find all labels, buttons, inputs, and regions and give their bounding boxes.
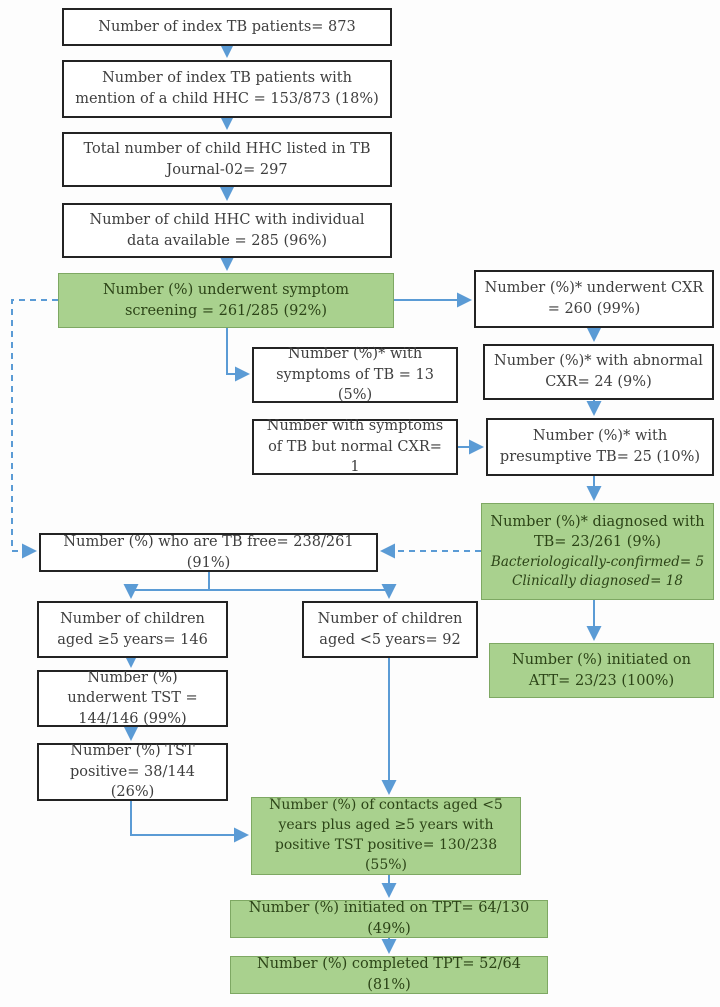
box-presumptive-tb: Number (%)* with presumptive TB= 25 (10%…: [486, 418, 714, 476]
diagnosed-tb-content: Number (%)* diagnosed with TB= 23/261 (9…: [490, 512, 705, 591]
diagnosed-tb-clinical: Clinically diagnosed= 18: [512, 573, 683, 590]
box-completed-tpt: Number (%) completed TPT= 52/64 (81%): [230, 956, 548, 994]
box-initiated-att: Number (%) initiated on ATT= 23/23 (100%…: [489, 643, 714, 698]
diagnosed-tb-main: Number (%)* diagnosed with TB= 23/261 (9…: [490, 513, 705, 551]
box-aged-lt5: Number of children aged <5 years= 92: [302, 601, 478, 658]
box-tb-free: Number (%) who are TB free= 238/261 (91%…: [39, 533, 378, 572]
box-symptoms-normal-cxr: Number with symptoms of TB but normal CX…: [252, 418, 458, 475]
box-initiated-tpt: Number (%) initiated on TPT= 64/130 (49%…: [230, 900, 548, 938]
box-underwent-cxr: Number (%)* underwent CXR = 260 (99%): [474, 270, 714, 328]
box-tst-positive: Number (%) TST positive= 38/144 (26%): [37, 743, 228, 801]
box-abnormal-cxr: Number (%)* with abnormal CXR= 24 (9%): [483, 344, 714, 400]
box-symptoms-of-tb: Number (%)* with symptoms of TB = 13 (5%…: [252, 346, 458, 403]
arrow-positive-to-contacts: [130, 801, 249, 843]
box-child-hhc-listed: Total number of child HHC listed in TB J…: [62, 132, 392, 187]
box-index-tb-patients: Number of index TB patients= 873: [62, 8, 392, 46]
box-underwent-tst: Number (%) underwent TST = 144/146 (99%): [37, 670, 228, 727]
arrow-screening-to-symptoms: [226, 328, 250, 382]
dashed-arrow-screening-to-tbfree: [11, 299, 58, 559]
box-index-with-child-hhc: Number of index TB patients with mention…: [62, 60, 392, 118]
box-contacts-tst-positive: Number (%) of contacts aged <5 years plu…: [251, 797, 521, 875]
box-symptom-screening: Number (%) underwent symptom screening =…: [58, 273, 394, 328]
box-individual-data: Number of child HHC with individual data…: [62, 203, 392, 258]
box-diagnosed-tb: Number (%)* diagnosed with TB= 23/261 (9…: [481, 503, 714, 600]
box-aged-ge5: Number of children aged ≥5 years= 146: [37, 601, 228, 658]
diagnosed-tb-bacteriological: Bacteriologically-confirmed= 5: [490, 553, 705, 570]
